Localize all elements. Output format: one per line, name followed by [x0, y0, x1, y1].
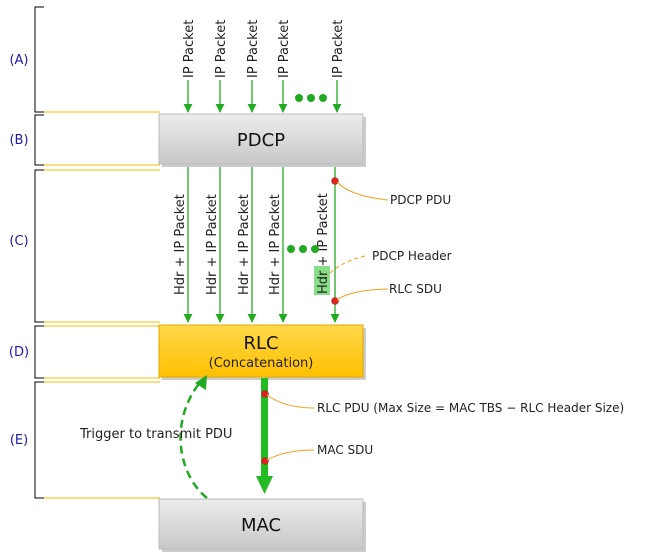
red-markers [261, 177, 339, 465]
rlc-sdu-label: RLC SDU [389, 282, 442, 296]
section-connectors [44, 111, 160, 499]
hdr-packet-label-4: Hdr + IP Packet [268, 194, 283, 295]
ip-packet-label-1: IP Packet [182, 20, 197, 78]
trigger-dashed-arrow [179, 379, 208, 499]
trigger-arrowhead [195, 375, 207, 390]
section-label-a: (A) [9, 53, 28, 68]
hdr-highlight [314, 266, 330, 295]
callout-lines [266, 181, 389, 461]
ip-packet-arrows [183, 80, 342, 113]
rlc-label: RLC [243, 333, 278, 354]
rlc-pdu-label: RLC PDU (Max Size = MAC TBS − RLC Header… [317, 401, 624, 415]
mac-sdu-label: MAC SDU [317, 443, 373, 457]
section-label-e: (E) [10, 433, 28, 448]
pdcp-header-label: PDCP Header [372, 249, 452, 263]
rlc-to-mac-arrow [256, 378, 273, 494]
pdcp-box: PDCP [158, 113, 366, 167]
rlc-box: RLC (Concatenation) [158, 324, 366, 380]
ip-packet-label-2: IP Packet [214, 20, 229, 78]
pdcp-pdu-label: PDCP PDU [390, 193, 451, 207]
section-label-b: (B) [9, 133, 28, 148]
section-label-d: (D) [9, 345, 29, 360]
mac-label: MAC [241, 515, 281, 536]
trigger-label: Trigger to transmit PDU [79, 427, 232, 442]
ellipsis-dots-c [287, 245, 319, 253]
ellipsis-dots-a [295, 94, 327, 102]
mac-box: MAC [158, 498, 366, 552]
hdr-packet-label-2: Hdr + IP Packet [205, 194, 220, 295]
hdr-packet-arrows [183, 167, 340, 323]
ip-packet-label-5: IP Packet [331, 20, 346, 78]
section-brackets [34, 6, 44, 499]
rlc-sublabel: (Concatenation) [209, 356, 314, 371]
ip-packet-label-3: IP Packet [246, 20, 261, 78]
hdr-packet-label-1: Hdr + IP Packet [173, 194, 188, 295]
section-label-c: (C) [9, 234, 28, 249]
hdr-packet-label-3: Hdr + IP Packet [237, 194, 252, 295]
ip-packet-label-4: IP Packet [277, 20, 292, 78]
hdr-highlight-text: Hdr + IP Packet [316, 193, 331, 294]
pdcp-label: PDCP [237, 130, 285, 151]
